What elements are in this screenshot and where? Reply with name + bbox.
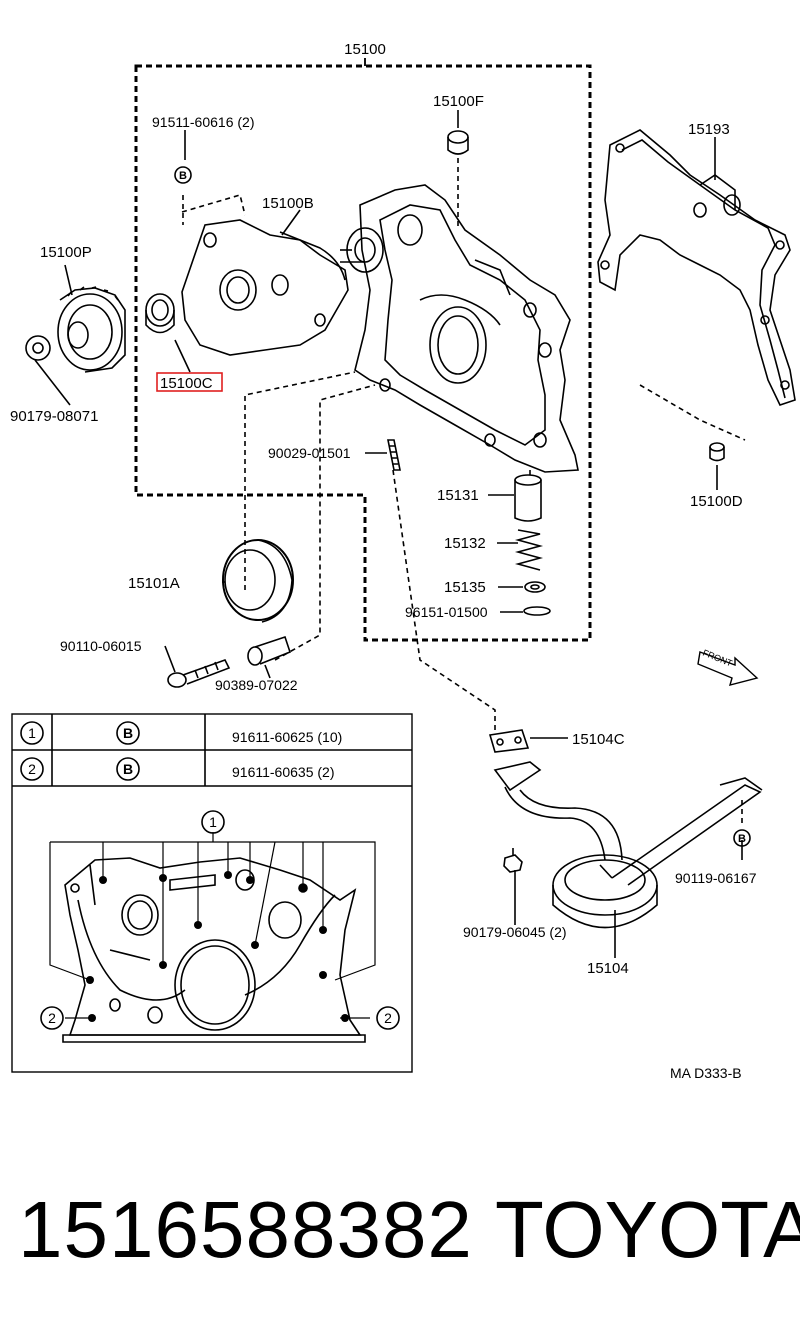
label-nut: 90179-08071 [10, 408, 98, 425]
table-row-2-part: 91611-60635 (2) [232, 764, 334, 780]
inset-callout-2-right: 2 [384, 1010, 392, 1026]
oil-pump-body [354, 184, 579, 473]
label-gasket-cover: 15100B [262, 195, 314, 212]
label-spring: 15132 [444, 535, 486, 552]
pin [387, 439, 401, 471]
label-assembly: 15100 [344, 41, 386, 58]
label-strainer: 15104 [587, 960, 629, 977]
cover-plug [447, 130, 469, 230]
inset-pump-drawing [62, 857, 366, 1043]
label-strainer-bolt: 90119-06167 [675, 870, 757, 886]
bolt-symbol-2 [733, 829, 751, 847]
label-strainer-gasket: 15104C [572, 731, 625, 748]
dowel [639, 384, 746, 462]
stud-bolt [167, 659, 231, 688]
strainer-nut [503, 848, 523, 873]
bolt-table-frame [11, 713, 413, 1073]
brand-name: TOYOTA [495, 1185, 800, 1274]
label-relief-valve: 15131 [437, 487, 479, 504]
oil-seal [222, 539, 294, 623]
front-cover [181, 219, 349, 356]
bolt-symbol-text-2: B [738, 833, 746, 845]
label-snap-ring: 96151-01500 [405, 604, 488, 620]
rotor-seal [145, 293, 175, 334]
table-row-1-symbol: B [123, 725, 133, 741]
label-gear-sprocket: 15100P [40, 244, 92, 261]
label-pin: 90029-01501 [268, 445, 351, 461]
labels: 15100 91511-60616 (2) 15100F 15100B 1510… [10, 41, 757, 1081]
bolt-symbol-text-1: B [179, 170, 187, 182]
label-cover-plug: 15100F [433, 93, 484, 110]
table-row-2-num: 2 [28, 761, 36, 777]
highlight-box [156, 372, 223, 392]
label-stud-bolt: 90110-06015 [60, 638, 142, 654]
relief-valve [514, 474, 542, 522]
nut [25, 335, 51, 361]
part-number: 1516588382 [18, 1185, 473, 1274]
gasket-right [597, 129, 796, 406]
front-arrow-icon [697, 651, 759, 686]
drive-rotor [340, 227, 384, 273]
label-retainer: 15135 [444, 579, 486, 596]
label-gasket-right: 15193 [688, 121, 730, 138]
inset-callout-1: 1 [209, 814, 217, 830]
retainer [524, 581, 546, 593]
strainer [493, 761, 763, 929]
gear-sprocket [57, 286, 126, 373]
snap-ring [523, 606, 551, 616]
bolt-symbol-1 [174, 166, 192, 184]
spring [514, 529, 544, 571]
table-row-1-num: 1 [28, 725, 36, 741]
inset-callout-2-left: 2 [48, 1010, 56, 1026]
label-dowel-pin: 90389-07022 [215, 677, 298, 693]
label-bolt-set: 91511-60616 (2) [152, 114, 254, 130]
table-row-1-part: 91611-60625 (10) [232, 729, 342, 745]
table-row-2-symbol: B [123, 761, 133, 777]
exploded-view-svg: 15100 91511-60616 (2) 15100F 15100B 1510… [10, 41, 796, 1081]
dowel-pin [247, 635, 291, 666]
label-ref-code: MA D333-B [670, 1065, 742, 1081]
footer: 1516588382 TOYOTA [0, 1180, 800, 1300]
strainer-gasket [488, 729, 530, 753]
label-oil-seal: 15101A [128, 575, 180, 592]
assembly-bracket [134, 64, 592, 642]
label-strainer-nut: 90179-06045 (2) [463, 924, 567, 940]
label-front: FRONT [701, 648, 734, 669]
label-rotor-seal: 15100C [160, 375, 213, 392]
label-dowel-right: 15100D [690, 493, 743, 510]
